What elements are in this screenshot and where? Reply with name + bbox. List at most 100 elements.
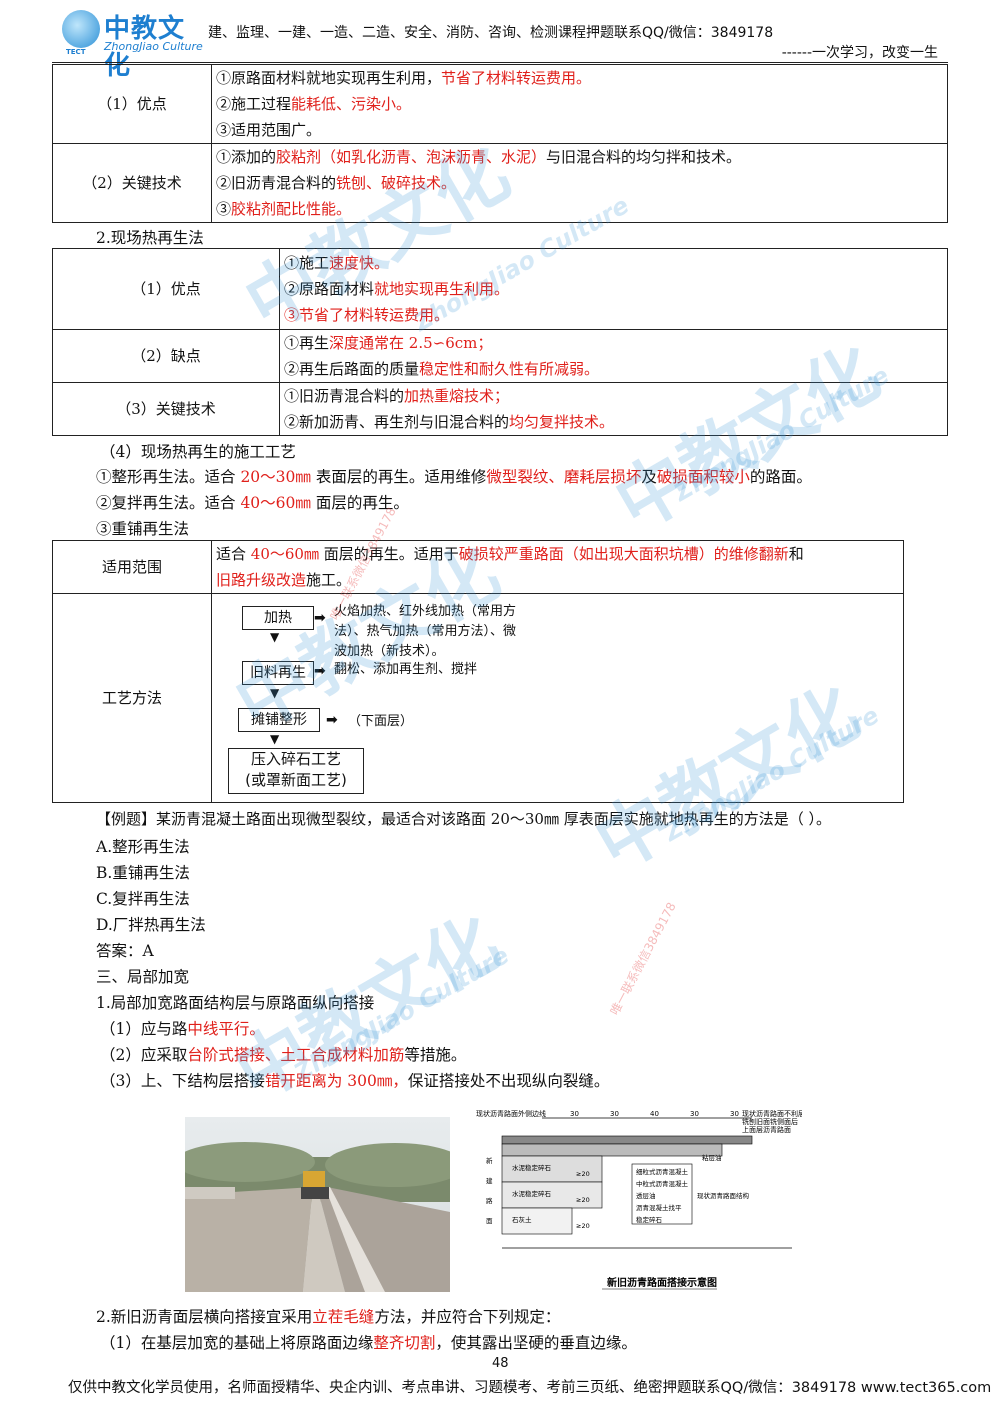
- logo-subtitle: ZhongJiao Culture: [104, 40, 203, 53]
- diagram-label: 现状沥青路面外侧边线: [476, 1109, 546, 1118]
- diagram-label: ≥20: [576, 1222, 590, 1230]
- diagram-label: 粘层油: [702, 1153, 722, 1162]
- content-line: ③胶粘剂配比性能。: [216, 200, 352, 218]
- flow-desc-paving: （下面层）: [348, 714, 414, 729]
- row-label: 适用范围: [52, 540, 212, 594]
- subsection-heading: 2.新旧沥青面层横向搭接宜采用立茬毛缝方法，并应符合下列规定：: [96, 1308, 561, 1326]
- process-title: （4）现场热再生的施工工艺: [100, 443, 296, 461]
- flow-step-chip: 压入碎石工艺 (或罩新面工艺): [228, 748, 364, 794]
- table-row: （1）优点 ①施工速度快。 ②原路面材料就地实现再生利用。 ③节省了材料转运费用…: [52, 248, 948, 330]
- diagram-label: 水泥稳定碎石: [512, 1163, 552, 1172]
- header-contact: 建、监理、一建、一造、二造、安全、消防、咨询、检测课程押题联系QQ/微信：384…: [208, 25, 774, 41]
- example-question: 【例题】某沥青混凝土路面出现微型裂纹，最适合对该路面 20～30㎜ 厚表面层实施…: [96, 810, 831, 828]
- table-row: （1）优点 ①原路面材料就地实现再生利用，节省了材料转运费用。 ②施工过程能耗低…: [52, 64, 948, 144]
- content-line: ①旧沥青混合料的加热重熔技术；: [284, 387, 510, 405]
- table-advantages-tech-1: （1）优点 ①原路面材料就地实现再生利用，节省了材料转运费用。 ②施工过程能耗低…: [52, 64, 948, 223]
- process-item-1: ①整形再生法。适合 20～30㎜ 表面层的再生。适用维修微型裂纹、磨耗层损坏及破…: [96, 468, 812, 486]
- road-photo: [185, 1117, 450, 1292]
- flow-desc-heating: 火焰加热、红外线加热（常用方 法）、热气加热（常用方法）、微 波加热（新技术）。: [334, 604, 517, 659]
- row-label: （1）优点: [52, 64, 212, 144]
- cross-section-drawing: 现状沥青路面外侧边线 30 30 40 30 30 现状沥青路面不利层 铣刨旧面…: [476, 1109, 805, 1290]
- row-content: 适合 40～60㎜ 面层的再生。适用于破损较严重路面（如出现大面积坑槽）的维修翻…: [211, 540, 904, 594]
- row-content: ①旧沥青混合料的加热重熔技术； ②新加沥青、再生剂与旧混合料的均匀复拌技术。: [279, 382, 948, 436]
- content-line: ②旧沥青混合料的铣刨、破碎技术。: [216, 174, 457, 192]
- diagram-label: ≥20: [576, 1196, 590, 1204]
- diagram-label: 稳定碎石: [636, 1215, 663, 1224]
- dim-label: 30: [610, 1110, 619, 1118]
- section-heading: 2.现场热再生法: [96, 229, 204, 247]
- table-row: （2）关键技术 ①添加的胶粘剂（如乳化沥青、泡沫沥青、水泥）与旧混合料的均匀拌和…: [52, 143, 948, 223]
- diagram-label: 中粒式沥青混凝土: [636, 1179, 689, 1188]
- diagram-label: 细粒式沥青混凝土: [636, 1167, 689, 1176]
- example-option: C.复拌再生法: [96, 890, 190, 908]
- pavement-joint-diagram: 现状沥青路面外侧边线 30 30 40 30 30 现状沥青路面不利层 铣刨旧面…: [472, 1108, 805, 1294]
- subsection-heading: 1.局部加宽路面结构层与原路面纵向搭接: [96, 994, 375, 1012]
- header-slogan: ------一次学习，改变一生: [781, 45, 938, 61]
- table-row: 工艺方法: [52, 593, 904, 803]
- logo-globe-icon: [62, 10, 100, 48]
- table-row: 适用范围 适合 40～60㎜ 面层的再生。适用于破损较严重路面（如出现大面积坑槽…: [52, 540, 904, 594]
- dim-label: 30: [690, 1110, 699, 1118]
- example-option: A.整形再生法: [96, 838, 190, 856]
- arrow-right-icon: ➡: [314, 663, 326, 679]
- table-row: （2）缺点 ①再生深度通常在 2.5∽6cm； ②再生后路面的质量稳定性和耐久性…: [52, 329, 948, 383]
- diagram-caption: 新旧沥青路面搭接示意图: [607, 1276, 717, 1289]
- arrow-right-icon: ➡: [326, 712, 338, 728]
- diagram-label: 现状沥青路面不利层: [742, 1109, 802, 1118]
- list-item: （1）在基层加宽的基础上将原路面边缘整齐切割，使其露出坚硬的垂直边缘。: [100, 1334, 637, 1352]
- diagram-label: 沥青混凝土找平: [636, 1203, 682, 1212]
- flow-cell: [211, 593, 904, 803]
- flow-step-paving: 摊铺整形: [238, 708, 320, 732]
- diagram-label: 现状沥青路面结构: [697, 1191, 750, 1200]
- flow-desc-recycle: 翻松、添加再生剂、搅拌: [334, 662, 478, 677]
- flow-step-recycle: 旧料再生: [242, 661, 314, 685]
- content-line: ②施工过程能耗低、污染小。: [216, 95, 412, 113]
- content-line: ①添加的胶粘剂（如乳化沥青、泡沫沥青、水泥）与旧混合料的均匀拌和技术。: [216, 148, 742, 166]
- content-line: ③节省了材料转运费用。: [284, 306, 450, 324]
- row-content: ①添加的胶粘剂（如乳化沥青、泡沫沥青、水泥）与旧混合料的均匀拌和技术。 ②旧沥青…: [211, 143, 948, 223]
- content-line: ②再生后路面的质量稳定性和耐久性有所减弱。: [284, 360, 600, 378]
- logo: 中教文化 ZhongJiao Culture TECT: [60, 8, 208, 81]
- content-line: ①施工速度快。: [284, 254, 390, 272]
- example-answer: 答案：A: [96, 942, 154, 960]
- section-heading: 三、局部加宽: [96, 968, 190, 986]
- diagram-label: ≥20: [576, 1170, 590, 1178]
- content-line: ③适用范围广。: [216, 121, 322, 139]
- page-number: 48: [492, 1356, 509, 1371]
- diagram-label: 上面层沥青路面: [742, 1125, 791, 1134]
- list-item: （2）应采取台阶式搭接、土工合成材料加筋等措施。: [100, 1046, 467, 1064]
- content-line: ②原路面材料就地实现再生利用。: [284, 280, 510, 298]
- list-item: （1）应与路中线平行。: [100, 1020, 265, 1038]
- example-option: B.重铺再生法: [96, 864, 190, 882]
- row-label: （2）关键技术: [52, 143, 212, 223]
- table-hot-recycling: （1）优点 ①施工速度快。 ②原路面材料就地实现再生利用。 ③节省了材料转运费用…: [52, 248, 948, 436]
- diagram-label: 路: [486, 1196, 493, 1205]
- diagram-label: 水泥稳定碎石: [512, 1189, 552, 1198]
- arrow-down-icon: ▼: [270, 630, 280, 644]
- row-content: ①原路面材料就地实现再生利用，节省了材料转运费用。 ②施工过程能耗低、污染小。 …: [211, 64, 948, 144]
- footer-contact: 仅供中教文化学员使用，名师面授精华、央企内训、考点串讲、习题模考、考前三页纸、绝…: [68, 1380, 992, 1396]
- diagram-label: 铣刨旧面铣侧面后: [742, 1117, 798, 1126]
- content-line: ①再生深度通常在 2.5∽6cm；: [284, 334, 493, 352]
- diagram-label: 石灰土: [512, 1215, 532, 1224]
- header-divider: [52, 62, 948, 63]
- diagram-label: 建: [486, 1176, 493, 1185]
- content-line: ①原路面材料就地实现再生利用，节省了材料转运费用。: [216, 69, 592, 87]
- arrow-down-icon: ▼: [270, 686, 280, 700]
- flow-step-heating: 加热: [242, 606, 314, 630]
- row-label: 工艺方法: [52, 593, 212, 803]
- logo-tect: TECT: [66, 48, 86, 56]
- row-content: ①施工速度快。 ②原路面材料就地实现再生利用。 ③节省了材料转运费用。: [279, 248, 948, 330]
- road-construction-image: [185, 1117, 450, 1292]
- list-item: （3）上、下结构层搭接错开距离为 300㎜，保证搭接处不出现纵向裂缝。: [100, 1072, 610, 1090]
- diagram-label: 新: [486, 1156, 493, 1165]
- row-content: ①再生深度通常在 2.5∽6cm； ②再生后路面的质量稳定性和耐久性有所减弱。: [279, 329, 948, 383]
- content-line: ②新加沥青、再生剂与旧混合料的均匀复拌技术。: [284, 413, 615, 431]
- dim-label: 40: [650, 1110, 659, 1118]
- dim-label: 30: [730, 1110, 739, 1118]
- process-item-2: ②复拌再生法。适合 40～60㎜ 面层的再生。: [96, 494, 409, 512]
- content-line: 旧路升级改造施工。: [216, 571, 352, 589]
- diagram-label: 透层油: [636, 1191, 656, 1200]
- watermark-vertical: 唯一联系微信3849178: [607, 900, 679, 1018]
- arrow-right-icon: ➡: [314, 610, 326, 626]
